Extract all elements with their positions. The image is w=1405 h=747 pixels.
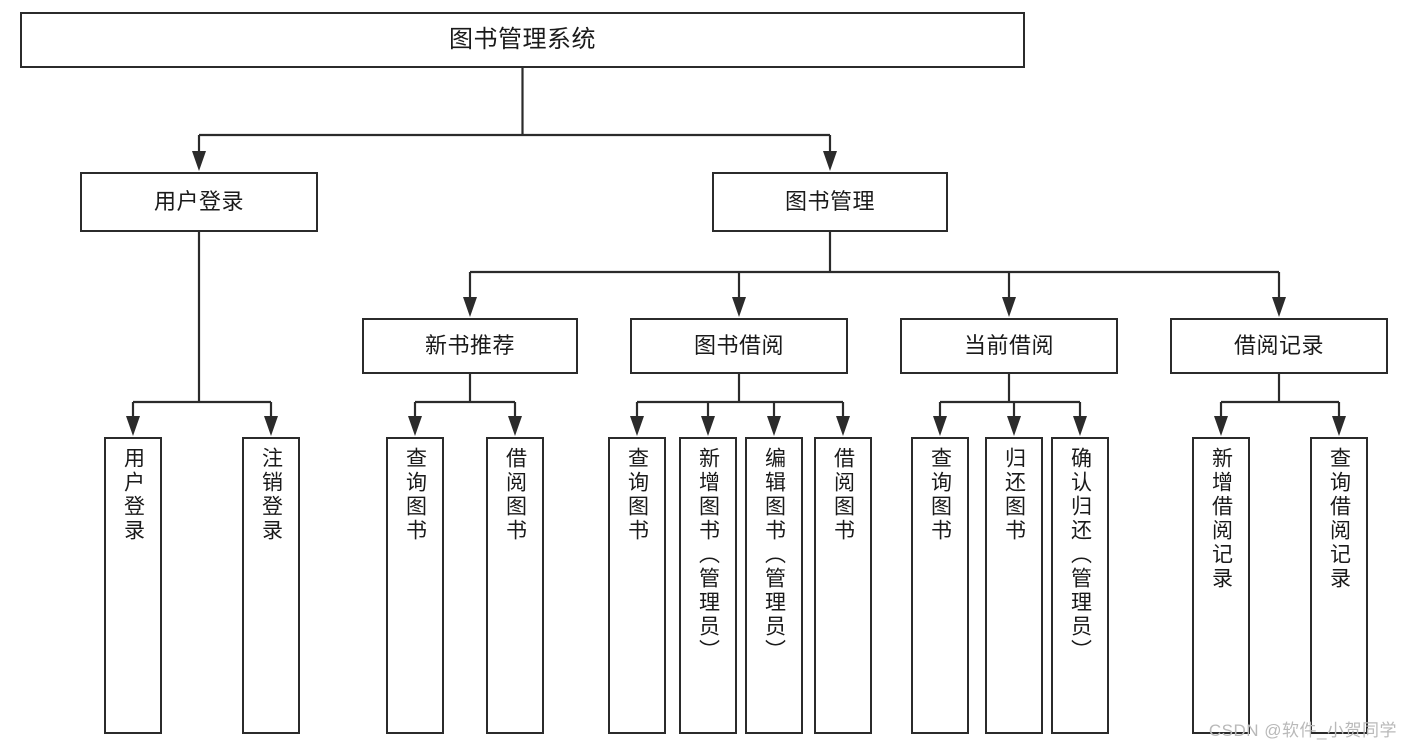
- node-root-system[interactable]: 图书管理系统: [20, 12, 1025, 68]
- node-book-manage[interactable]: 图书管理: [712, 172, 948, 232]
- node-user-login[interactable]: 用户登录: [80, 172, 318, 232]
- node-label: 用户登录: [121, 447, 145, 543]
- node-label: 新增图书（管理员）: [696, 447, 720, 663]
- node-label: 编辑图书（管理员）: [762, 447, 786, 663]
- node-leaf-borrow-book[interactable]: 借阅图书: [814, 437, 872, 734]
- node-label: 新增借阅记录: [1209, 447, 1233, 591]
- node-label: 注销登录: [259, 447, 283, 543]
- node-leaf-confirm-return[interactable]: 确认归还（管理员）: [1051, 437, 1109, 734]
- node-borrow-record[interactable]: 借阅记录: [1170, 318, 1388, 374]
- node-label: 借阅图书: [831, 447, 855, 543]
- node-leaf-query-book-borrow[interactable]: 查询图书: [608, 437, 666, 734]
- node-leaf-add-borrow-record[interactable]: 新增借阅记录: [1192, 437, 1250, 734]
- node-book-borrow[interactable]: 图书借阅: [630, 318, 848, 374]
- node-label: 借阅记录: [1233, 333, 1324, 359]
- node-label: 新书推荐: [424, 333, 515, 359]
- node-new-book-recommend[interactable]: 新书推荐: [362, 318, 578, 374]
- node-label: 图书管理: [784, 189, 875, 215]
- node-leaf-query-borrow-record[interactable]: 查询借阅记录: [1310, 437, 1368, 734]
- node-label: 查询图书: [928, 447, 952, 543]
- node-label: 查询图书: [403, 447, 427, 543]
- node-leaf-query-book-current[interactable]: 查询图书: [911, 437, 969, 734]
- node-current-borrow[interactable]: 当前借阅: [900, 318, 1118, 374]
- node-leaf-add-book[interactable]: 新增图书（管理员）: [679, 437, 737, 734]
- node-label: 用户登录: [153, 189, 244, 215]
- node-leaf-return-book[interactable]: 归还图书: [985, 437, 1043, 734]
- node-label: 查询借阅记录: [1327, 447, 1351, 591]
- node-leaf-borrow-book-rec[interactable]: 借阅图书: [486, 437, 544, 734]
- node-leaf-edit-book[interactable]: 编辑图书（管理员）: [745, 437, 803, 734]
- node-label: 确认归还（管理员）: [1068, 447, 1092, 663]
- node-label: 借阅图书: [503, 447, 527, 543]
- node-label: 当前借阅: [963, 333, 1054, 359]
- node-leaf-query-book-rec[interactable]: 查询图书: [386, 437, 444, 734]
- node-label: 图书管理系统: [449, 26, 596, 54]
- node-label: 归还图书: [1002, 447, 1026, 543]
- node-label: 查询图书: [625, 447, 649, 543]
- node-leaf-user-logout[interactable]: 注销登录: [242, 437, 300, 734]
- node-leaf-user-login[interactable]: 用户登录: [104, 437, 162, 734]
- watermark-text: CSDN @软件_小贺同学: [1208, 721, 1397, 740]
- node-label: 图书借阅: [693, 333, 784, 359]
